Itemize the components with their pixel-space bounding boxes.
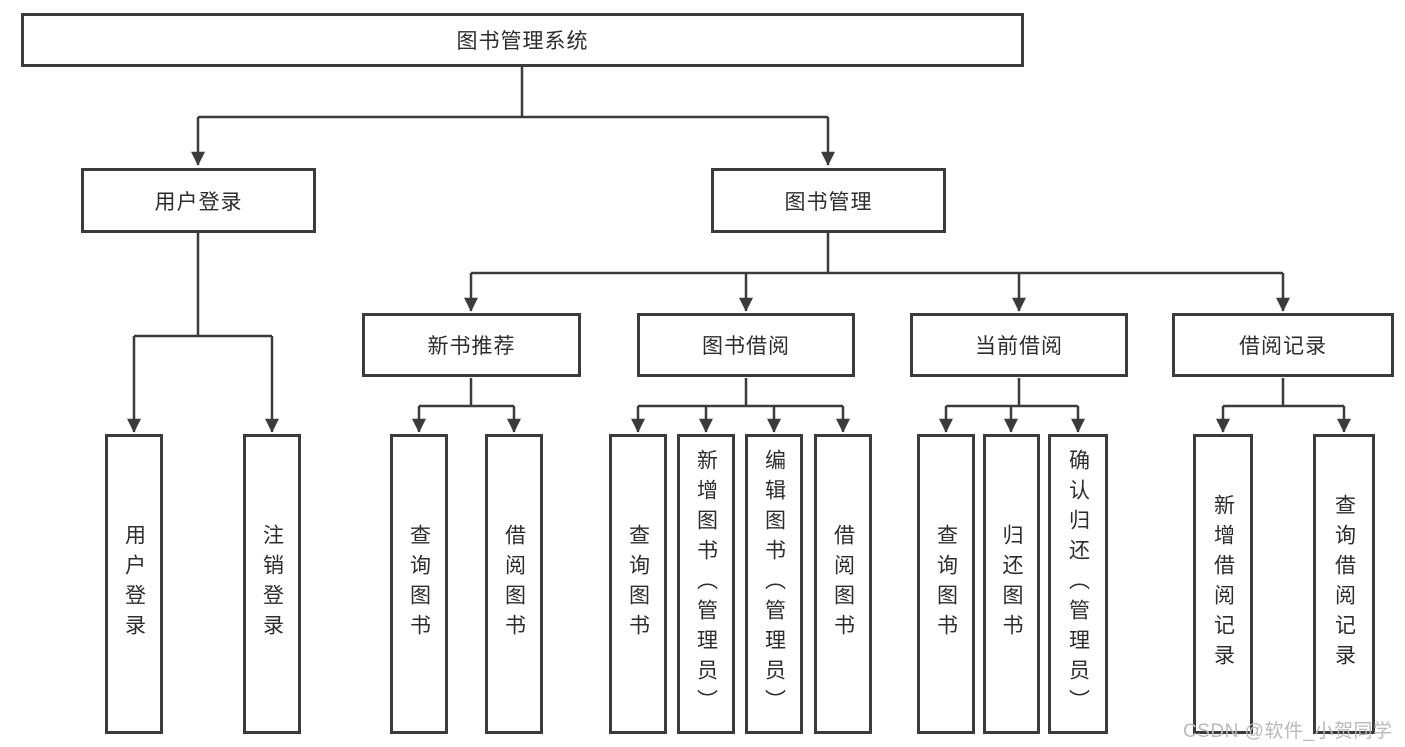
leaf-confirm-return-admin: 确认归还（管理员） [1048,434,1108,734]
node-new-book-recommend: 新书推荐 [362,313,581,377]
node-user-login-branch: 用户登录 [81,168,316,233]
leaf-query-borrow-record: 查询借阅记录 [1313,434,1375,734]
leaf-add-borrow-record: 新增借阅记录 [1193,434,1253,734]
leaf-edit-books-admin: 编辑图书（管理员） [745,434,803,734]
node-label: 新增借阅记录 [1211,494,1235,674]
node-label: 新增图书（管理员） [694,449,718,719]
node-label: 确认归还（管理员） [1066,449,1090,719]
node-label: 查询图书 [407,524,431,644]
node-borrowing-records: 借阅记录 [1172,313,1394,377]
leaf-user-login: 用户登录 [105,434,163,734]
leaf-add-books-admin: 新增图书（管理员） [677,434,735,734]
leaf-borrow-books-recommend: 借阅图书 [485,434,543,734]
node-label: 借阅图书 [831,524,855,644]
node-label: 查询借阅记录 [1332,494,1356,674]
node-label: 查询图书 [626,524,650,644]
node-library-system: 图书管理系统 [21,13,1024,67]
node-current-borrowing: 当前借阅 [910,313,1128,377]
leaf-return-books: 归还图书 [983,434,1040,734]
node-book-management-branch: 图书管理 [711,168,946,233]
node-label: 查询图书 [934,524,958,644]
leaf-logout: 注销登录 [243,434,301,734]
node-label: 用户登录 [122,524,146,644]
node-book-borrowing: 图书借阅 [637,313,855,377]
node-label: 编辑图书（管理员） [762,449,786,719]
leaf-query-books-borrowing: 查询图书 [609,434,667,734]
leaf-query-books-recommend: 查询图书 [390,434,448,734]
node-label: 注销登录 [260,524,284,644]
leaf-borrow-books: 借阅图书 [814,434,872,734]
node-label: 归还图书 [1000,524,1023,644]
node-label: 借阅图书 [502,524,526,644]
leaf-query-books-current: 查询图书 [917,434,975,734]
